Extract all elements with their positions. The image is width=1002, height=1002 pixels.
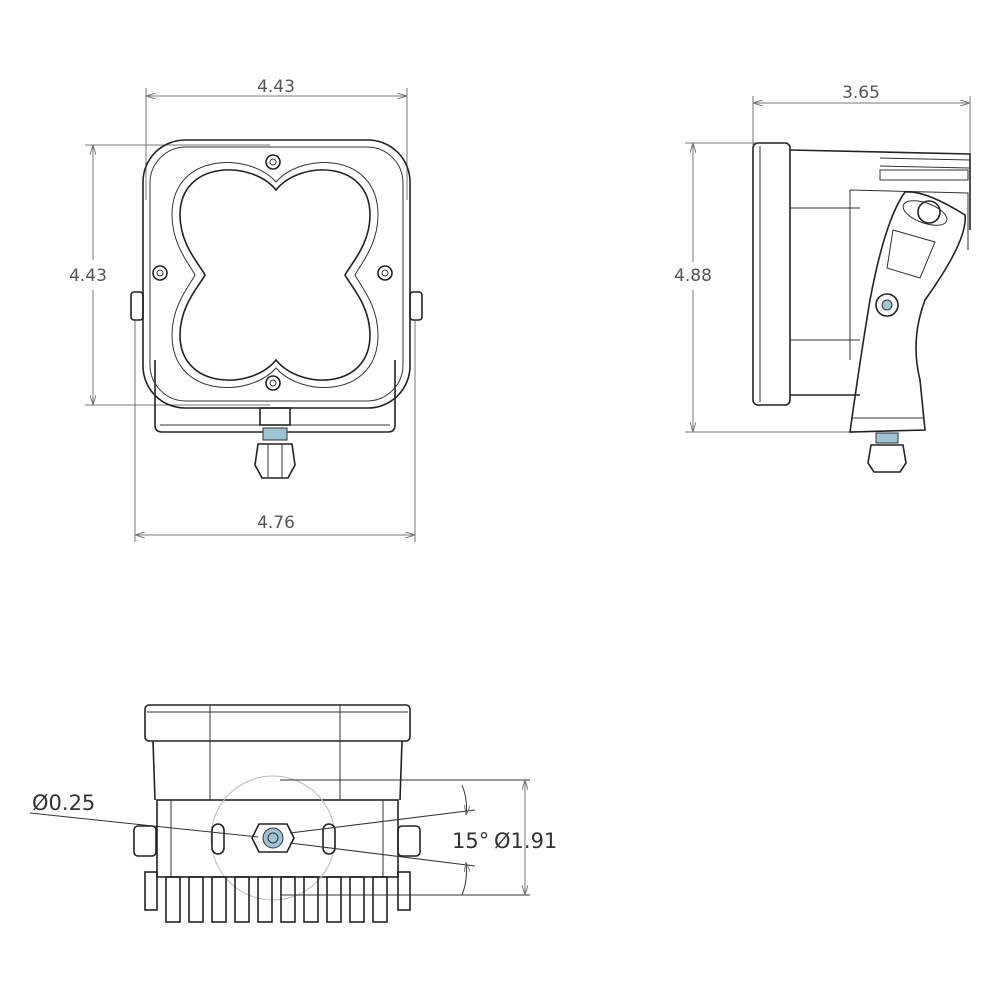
side-height-dimension: [685, 142, 850, 433]
housing-side: [789, 149, 971, 396]
heatsink-fin: [280, 876, 296, 923]
slot-icon: [322, 823, 336, 855]
slot-icon: [211, 823, 225, 855]
front-height-label: 4.43: [69, 266, 107, 286]
heatsink-fin: [372, 876, 388, 923]
heatsink-fin: [188, 876, 204, 923]
side-bolt: [130, 291, 144, 321]
side-height-label: 4.88: [674, 266, 712, 286]
front-view: 4.43 4.43 4.76: [69, 77, 423, 542]
lens-bezel: [752, 142, 791, 406]
front-height-dimension: [85, 144, 270, 406]
mount-nut: [254, 443, 296, 479]
center-nut-icon: [251, 823, 295, 853]
screw-icon: [152, 265, 168, 281]
front-width-label: 4.43: [257, 77, 295, 97]
heatsink-fins: [165, 876, 388, 923]
screw-icon: [265, 154, 281, 170]
screw-icon: [265, 375, 281, 391]
heatsink-fin: [165, 876, 181, 923]
lens-window: [179, 169, 371, 381]
front-width-dimension: [145, 88, 408, 200]
heatsink-fin: [234, 876, 250, 923]
angle-label: 15°: [452, 829, 489, 853]
pivot-bolt-icon: [875, 293, 899, 317]
heatsink-fin: [349, 876, 365, 923]
side-bracket: [849, 191, 966, 433]
bottom-view: Ø0.25 15° Ø1.91: [29, 704, 557, 923]
side-bolt: [409, 291, 423, 321]
mounting-bracket: [154, 360, 396, 433]
screw-icon: [377, 265, 393, 281]
side-view: 3.65 4.88: [674, 83, 971, 473]
heatsink-fin: [326, 876, 342, 923]
front-bracket-width-dimension: [134, 320, 416, 542]
hole-diameter-label: Ø0.25: [32, 791, 95, 815]
bolt-circle-diameter-label: Ø1.91: [494, 829, 557, 853]
heatsink-fin: [211, 876, 227, 923]
side-depth-dimension: [752, 96, 971, 160]
heatsink-fin: [303, 876, 319, 923]
mount-nut: [867, 444, 907, 473]
heatsink-fin: [257, 876, 273, 923]
pivot-knob-icon: [902, 200, 948, 226]
side-depth-label: 3.65: [842, 83, 880, 103]
bezel-cap: [144, 704, 411, 742]
front-bracket-width-label: 4.76: [257, 513, 295, 533]
